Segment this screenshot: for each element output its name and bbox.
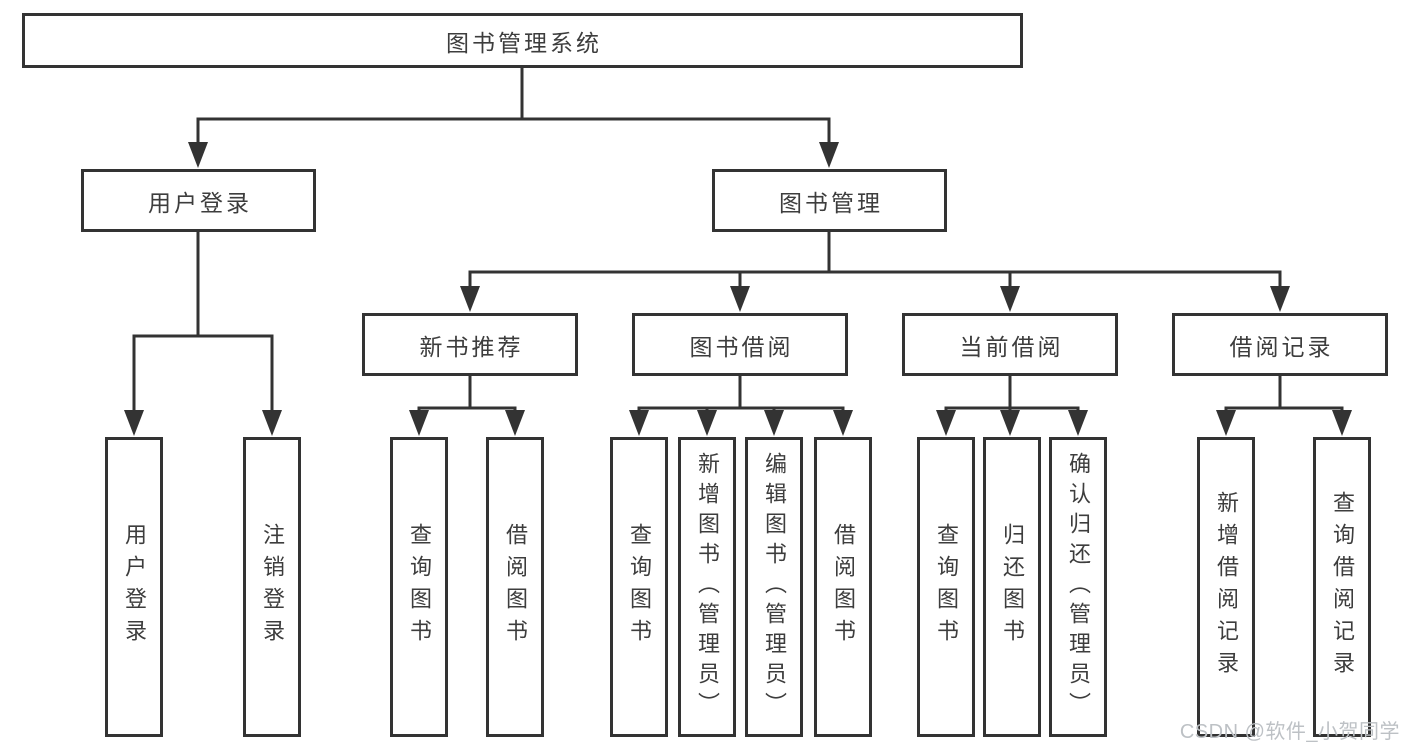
node-leaf-query-books-current: 查询图书 — [917, 437, 975, 737]
node-new-book-recommend: 新书推荐 — [362, 313, 578, 376]
node-leaf-return-books-label: 归还图书 — [1000, 523, 1025, 651]
node-leaf-query-borrow-record: 查询借阅记录 — [1313, 437, 1371, 737]
node-leaf-logout: 注销登录 — [243, 437, 301, 737]
node-leaf-query-books-borrow-label: 查询图书 — [627, 523, 652, 651]
node-leaf-query-books-recommend-label: 查询图书 — [407, 523, 432, 651]
connector-root-to-level2 — [188, 64, 839, 168]
node-borrow-records-label: 借阅记录 — [1229, 333, 1334, 360]
node-leaf-confirm-return-admin: 确认归还（管理员） — [1049, 437, 1107, 737]
node-leaf-borrow-books: 借阅图书 — [814, 437, 872, 737]
connector-user-login-to-leaves — [124, 230, 282, 436]
connector-current-borrow-to-leaves — [936, 374, 1088, 436]
node-leaf-query-borrow-record-label: 查询借阅记录 — [1330, 491, 1355, 683]
node-user-login: 用户登录 — [81, 169, 316, 232]
node-root: 图书管理系统 — [22, 13, 1023, 68]
node-book-borrow-label: 图书借阅 — [689, 333, 794, 360]
node-root-label: 图书管理系统 — [446, 29, 602, 56]
node-book-borrow: 图书借阅 — [632, 313, 848, 376]
node-new-book-recommend-label: 新书推荐 — [419, 333, 524, 360]
node-leaf-add-books-admin-label: 新增图书（管理员） — [695, 452, 720, 722]
node-book-management: 图书管理 — [712, 169, 947, 232]
node-leaf-confirm-return-admin-label: 确认归还（管理员） — [1066, 452, 1091, 722]
connector-book-borrow-to-leaves — [629, 374, 853, 436]
node-leaf-add-books-admin: 新增图书（管理员） — [678, 437, 736, 737]
connector-book-management-to-level3 — [460, 230, 1290, 312]
node-leaf-query-books-current-label: 查询图书 — [934, 523, 959, 651]
node-leaf-borrow-books-recommend-label: 借阅图书 — [503, 523, 528, 651]
node-leaf-edit-books-admin: 编辑图书（管理员） — [745, 437, 803, 737]
node-leaf-borrow-books-label: 借阅图书 — [831, 523, 856, 651]
node-leaf-query-books-recommend: 查询图书 — [390, 437, 448, 737]
node-leaf-user-login-label: 用户登录 — [122, 523, 147, 651]
node-leaf-add-borrow-record: 新增借阅记录 — [1197, 437, 1255, 737]
node-book-management-label: 图书管理 — [779, 189, 883, 216]
node-leaf-user-login: 用户登录 — [105, 437, 163, 737]
node-current-borrow: 当前借阅 — [902, 313, 1118, 376]
connector-borrow-records-to-leaves — [1216, 374, 1352, 436]
node-leaf-add-borrow-record-label: 新增借阅记录 — [1214, 491, 1239, 683]
node-leaf-borrow-books-recommend: 借阅图书 — [486, 437, 544, 737]
node-user-login-label: 用户登录 — [148, 189, 252, 216]
watermark-text: CSDN @软件_小贺同学 — [1179, 721, 1400, 743]
node-current-borrow-label: 当前借阅 — [959, 333, 1064, 360]
node-leaf-logout-label: 注销登录 — [260, 523, 285, 651]
connector-new-book-recommend-to-leaves — [409, 374, 525, 436]
node-borrow-records: 借阅记录 — [1172, 313, 1388, 376]
node-leaf-return-books: 归还图书 — [983, 437, 1041, 737]
node-leaf-edit-books-admin-label: 编辑图书（管理员） — [762, 452, 787, 722]
node-leaf-query-books-borrow: 查询图书 — [610, 437, 668, 737]
